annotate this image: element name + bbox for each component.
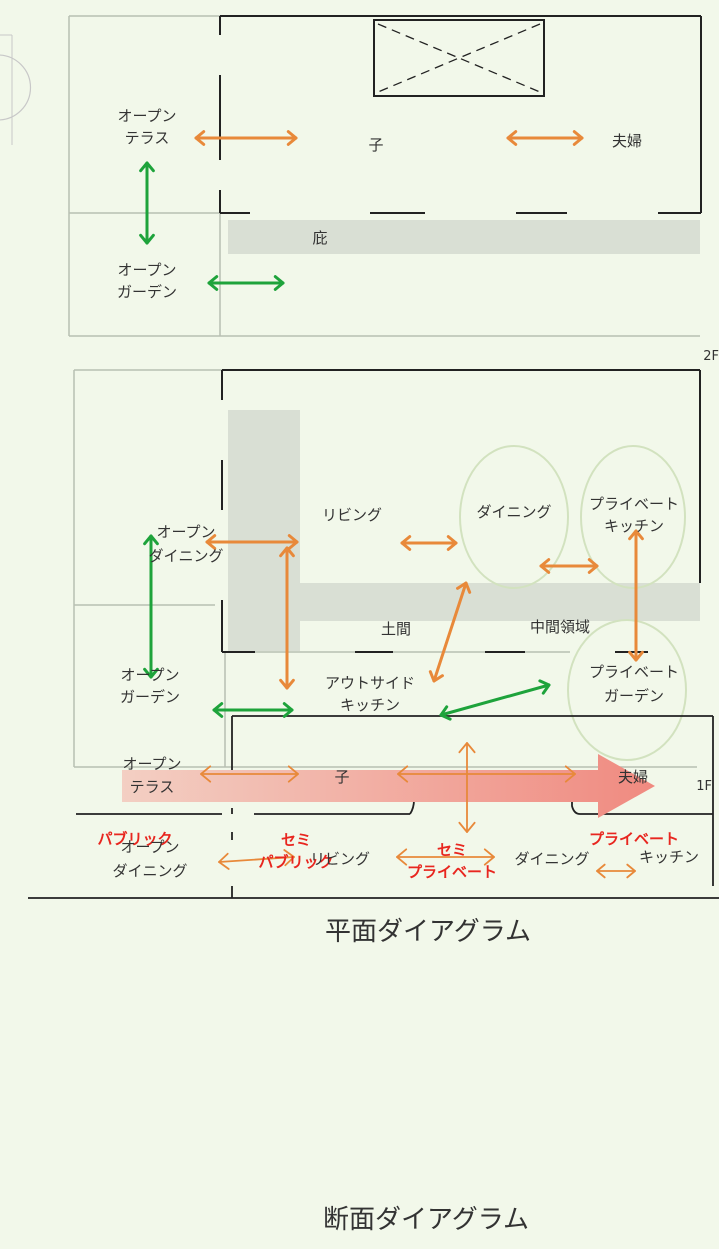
open-terrace-label-2: テラス [125,129,170,147]
garden-2f-outward-arrow [207,275,285,291]
plan-2f [68,15,702,337]
section-couple-label: 夫婦 [618,768,648,786]
floor-1f-tag: 1F [696,779,712,794]
doma-label: 土間 [381,620,411,638]
private-kitchen-circle [580,445,686,589]
dining-kitchen-arrow [539,558,599,574]
section-dining-kitchen-arrow [596,863,636,879]
privacy-zone-labels: パブリック セミ パブリック セミ プライベート プライベート [97,830,679,881]
plan-1f-walls [221,369,701,653]
labels-section: オープン テラス 子 夫婦 オープン ダイニング リビング ダイニング キッチン [112,755,699,880]
private-kitchen-garden-arrow [628,529,644,662]
private-garden-label-1: プライベート [589,663,679,681]
outside-private-garden-arrow [439,679,551,721]
section-terrace-child-arrow [200,765,299,783]
eaves-band [228,220,700,254]
section-open-terrace-2: テラス [130,778,175,796]
child-room-label: 子 [368,136,383,154]
section-opendining-living-arrow [218,849,295,870]
garden-outside-arrow [212,702,294,718]
middle-zone-label: 中間領域 [530,618,590,636]
terrace-garden-2f-arrow [139,161,155,245]
open-terrace-label-1: オープン [117,107,176,125]
plan-diagram-title: 平面ダイアグラム [325,917,531,947]
open-dining-label-2: ダイニング [148,547,223,565]
outside-kitchen-label-1: アウトサイド [325,674,415,692]
edge-fragment [0,34,32,145]
section-diagram-title: 断面ダイアグラム [323,1205,529,1235]
floor-2f-tag: 2F [703,349,719,364]
labels-2f: オープン テラス 子 夫婦 庇 オープン ガーデン 2F [117,107,719,364]
zone-semi-public-1: セミ [281,831,311,849]
plan-2f-faint-walls [68,15,700,337]
section-kitchen-label: キッチン [639,848,699,866]
dining-circle [459,445,569,589]
open-garden-2f-label-1: オープン [117,261,176,279]
doma-vertical [228,410,300,651]
private-garden-label-2: ガーデン [604,687,664,705]
couple-room-label: 夫婦 [612,132,642,150]
private-kitchen-label-2: キッチン [604,517,664,535]
section-living-label: リビング [310,850,370,868]
arrows-layer [139,130,644,879]
zone-semi-private-1: セミ [437,841,467,859]
eaves-label: 庇 [312,229,327,247]
section-open-terrace-1: オープン [122,755,181,773]
zone-public: パブリック [97,830,172,848]
child-couple-arrow [506,130,584,146]
terrace-child-arrow [194,130,298,146]
living-label: リビング [322,506,382,524]
private-kitchen-label-1: プライベート [589,495,679,513]
section-vertical-arrow [458,742,476,833]
zone-ellipses [459,445,687,761]
doma-vertical-arrow [279,546,295,690]
outside-kitchen-label-2: キッチン [340,696,400,714]
zone-semi-private-2: プライベート [407,863,497,881]
section-living-dining-arrow [396,848,495,866]
zone-private: プライベート [589,830,679,848]
private-garden-circle [567,619,687,761]
section-child-label: 子 [334,768,349,786]
labels-1f: オープン ダイニング リビング ダイニング プライベート キッチン 土間 中間領… [120,495,712,794]
section-dining-label: ダイニング [514,850,589,868]
section-child-couple-arrow [397,765,576,783]
void-opening [373,19,545,97]
dining-label: ダイニング [476,503,551,521]
open-dining-label-1: オープン [156,523,215,541]
open-garden-2f-label-2: ガーデン [117,283,177,301]
dining-outside-kitchen-arrow [428,581,472,683]
privacy-gradient-arrow [122,754,655,818]
living-dining-arrow [400,535,458,551]
opendining-living-arrow [205,534,299,550]
open-garden-1f-label-1: オープン [120,666,179,684]
open-garden-1f-label-2: ガーデン [120,688,180,706]
opendining-garden-arrow [143,534,159,679]
plan-2f-walls [219,15,702,214]
section-open-dining-2: ダイニング [112,862,187,880]
section-open-dining-1: オープン [120,838,179,856]
zone-semi-public-2: パブリック [258,853,333,871]
